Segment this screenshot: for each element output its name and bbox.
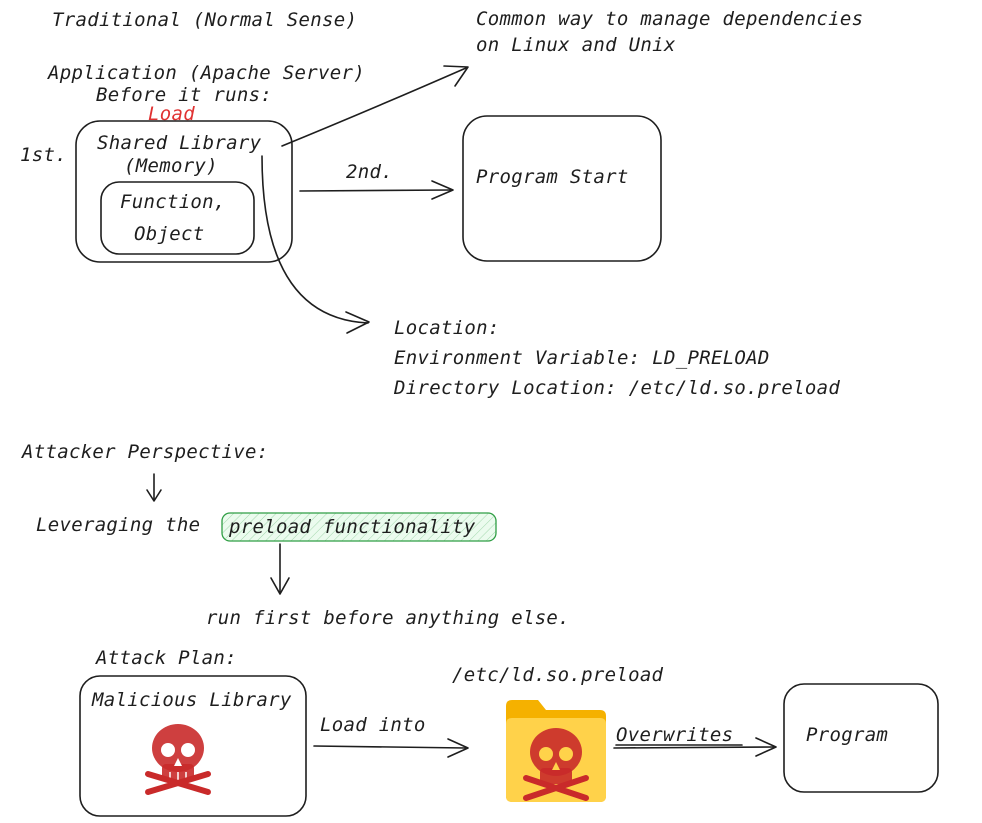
application-line: Application (Apache Server) bbox=[47, 62, 365, 84]
down-arrow-2-head bbox=[270, 577, 290, 595]
common-way-line1: Common way to manage dependencies bbox=[476, 8, 863, 30]
preload-functionality-label: preload functionality bbox=[228, 516, 476, 538]
malicious-library-box bbox=[79, 675, 307, 817]
shared-library-memory-label: (Memory) bbox=[124, 155, 218, 177]
location-arrow bbox=[261, 155, 369, 324]
program-label: Program bbox=[806, 724, 888, 746]
overwrites-arrow bbox=[613, 746, 775, 749]
first-step-label: 1st. bbox=[20, 144, 67, 166]
program-box bbox=[783, 683, 939, 793]
run-first-label: run first before anything else. bbox=[206, 607, 570, 629]
down-arrow-1-head bbox=[146, 489, 162, 502]
location-line1: Location: bbox=[394, 317, 500, 339]
overwrites-arrowhead bbox=[755, 737, 777, 757]
function-label: Function, bbox=[120, 191, 226, 213]
folder-path-label: /etc/ld.so.preload bbox=[452, 664, 664, 686]
program-start-arrow bbox=[299, 189, 453, 192]
load-label: Load bbox=[148, 103, 195, 125]
leveraging-label: Leveraging the bbox=[36, 514, 200, 536]
location-arrowhead bbox=[345, 311, 370, 334]
attack-plan-heading: Attack Plan: bbox=[95, 647, 237, 669]
load-into-arrowhead bbox=[447, 738, 469, 758]
overwrites-label: Overwrites bbox=[616, 724, 733, 746]
load-into-arrow bbox=[313, 745, 467, 749]
second-step-label: 2nd. bbox=[346, 161, 393, 183]
object-label: Object bbox=[134, 223, 204, 245]
location-line3: Directory Location: /etc/ld.so.preload bbox=[393, 377, 840, 399]
common-way-arrowhead bbox=[443, 65, 469, 87]
location-line2: Environment Variable: LD_PRELOAD bbox=[394, 347, 770, 369]
skull-icon bbox=[145, 724, 211, 795]
program-start-label: Program Start bbox=[476, 166, 629, 188]
load-into-label: Load into bbox=[320, 714, 426, 736]
shared-library-label: Shared Library bbox=[97, 132, 262, 154]
skull-icon bbox=[523, 728, 589, 801]
attacker-heading: Attacker Perspective: bbox=[21, 441, 269, 463]
function-object-box bbox=[100, 181, 255, 255]
program-start-box bbox=[462, 115, 662, 262]
common-way-arrow bbox=[281, 67, 467, 147]
shared-library-box bbox=[75, 120, 293, 263]
preload-highlight bbox=[221, 512, 497, 542]
before-runs-line: Before it runs: bbox=[96, 84, 272, 106]
traditional-heading: Traditional (Normal Sense) bbox=[52, 9, 357, 31]
malicious-library-label: Malicious Library bbox=[91, 689, 292, 711]
program-start-arrowhead bbox=[431, 180, 454, 200]
common-way-line2: on Linux and Unix bbox=[476, 34, 676, 56]
